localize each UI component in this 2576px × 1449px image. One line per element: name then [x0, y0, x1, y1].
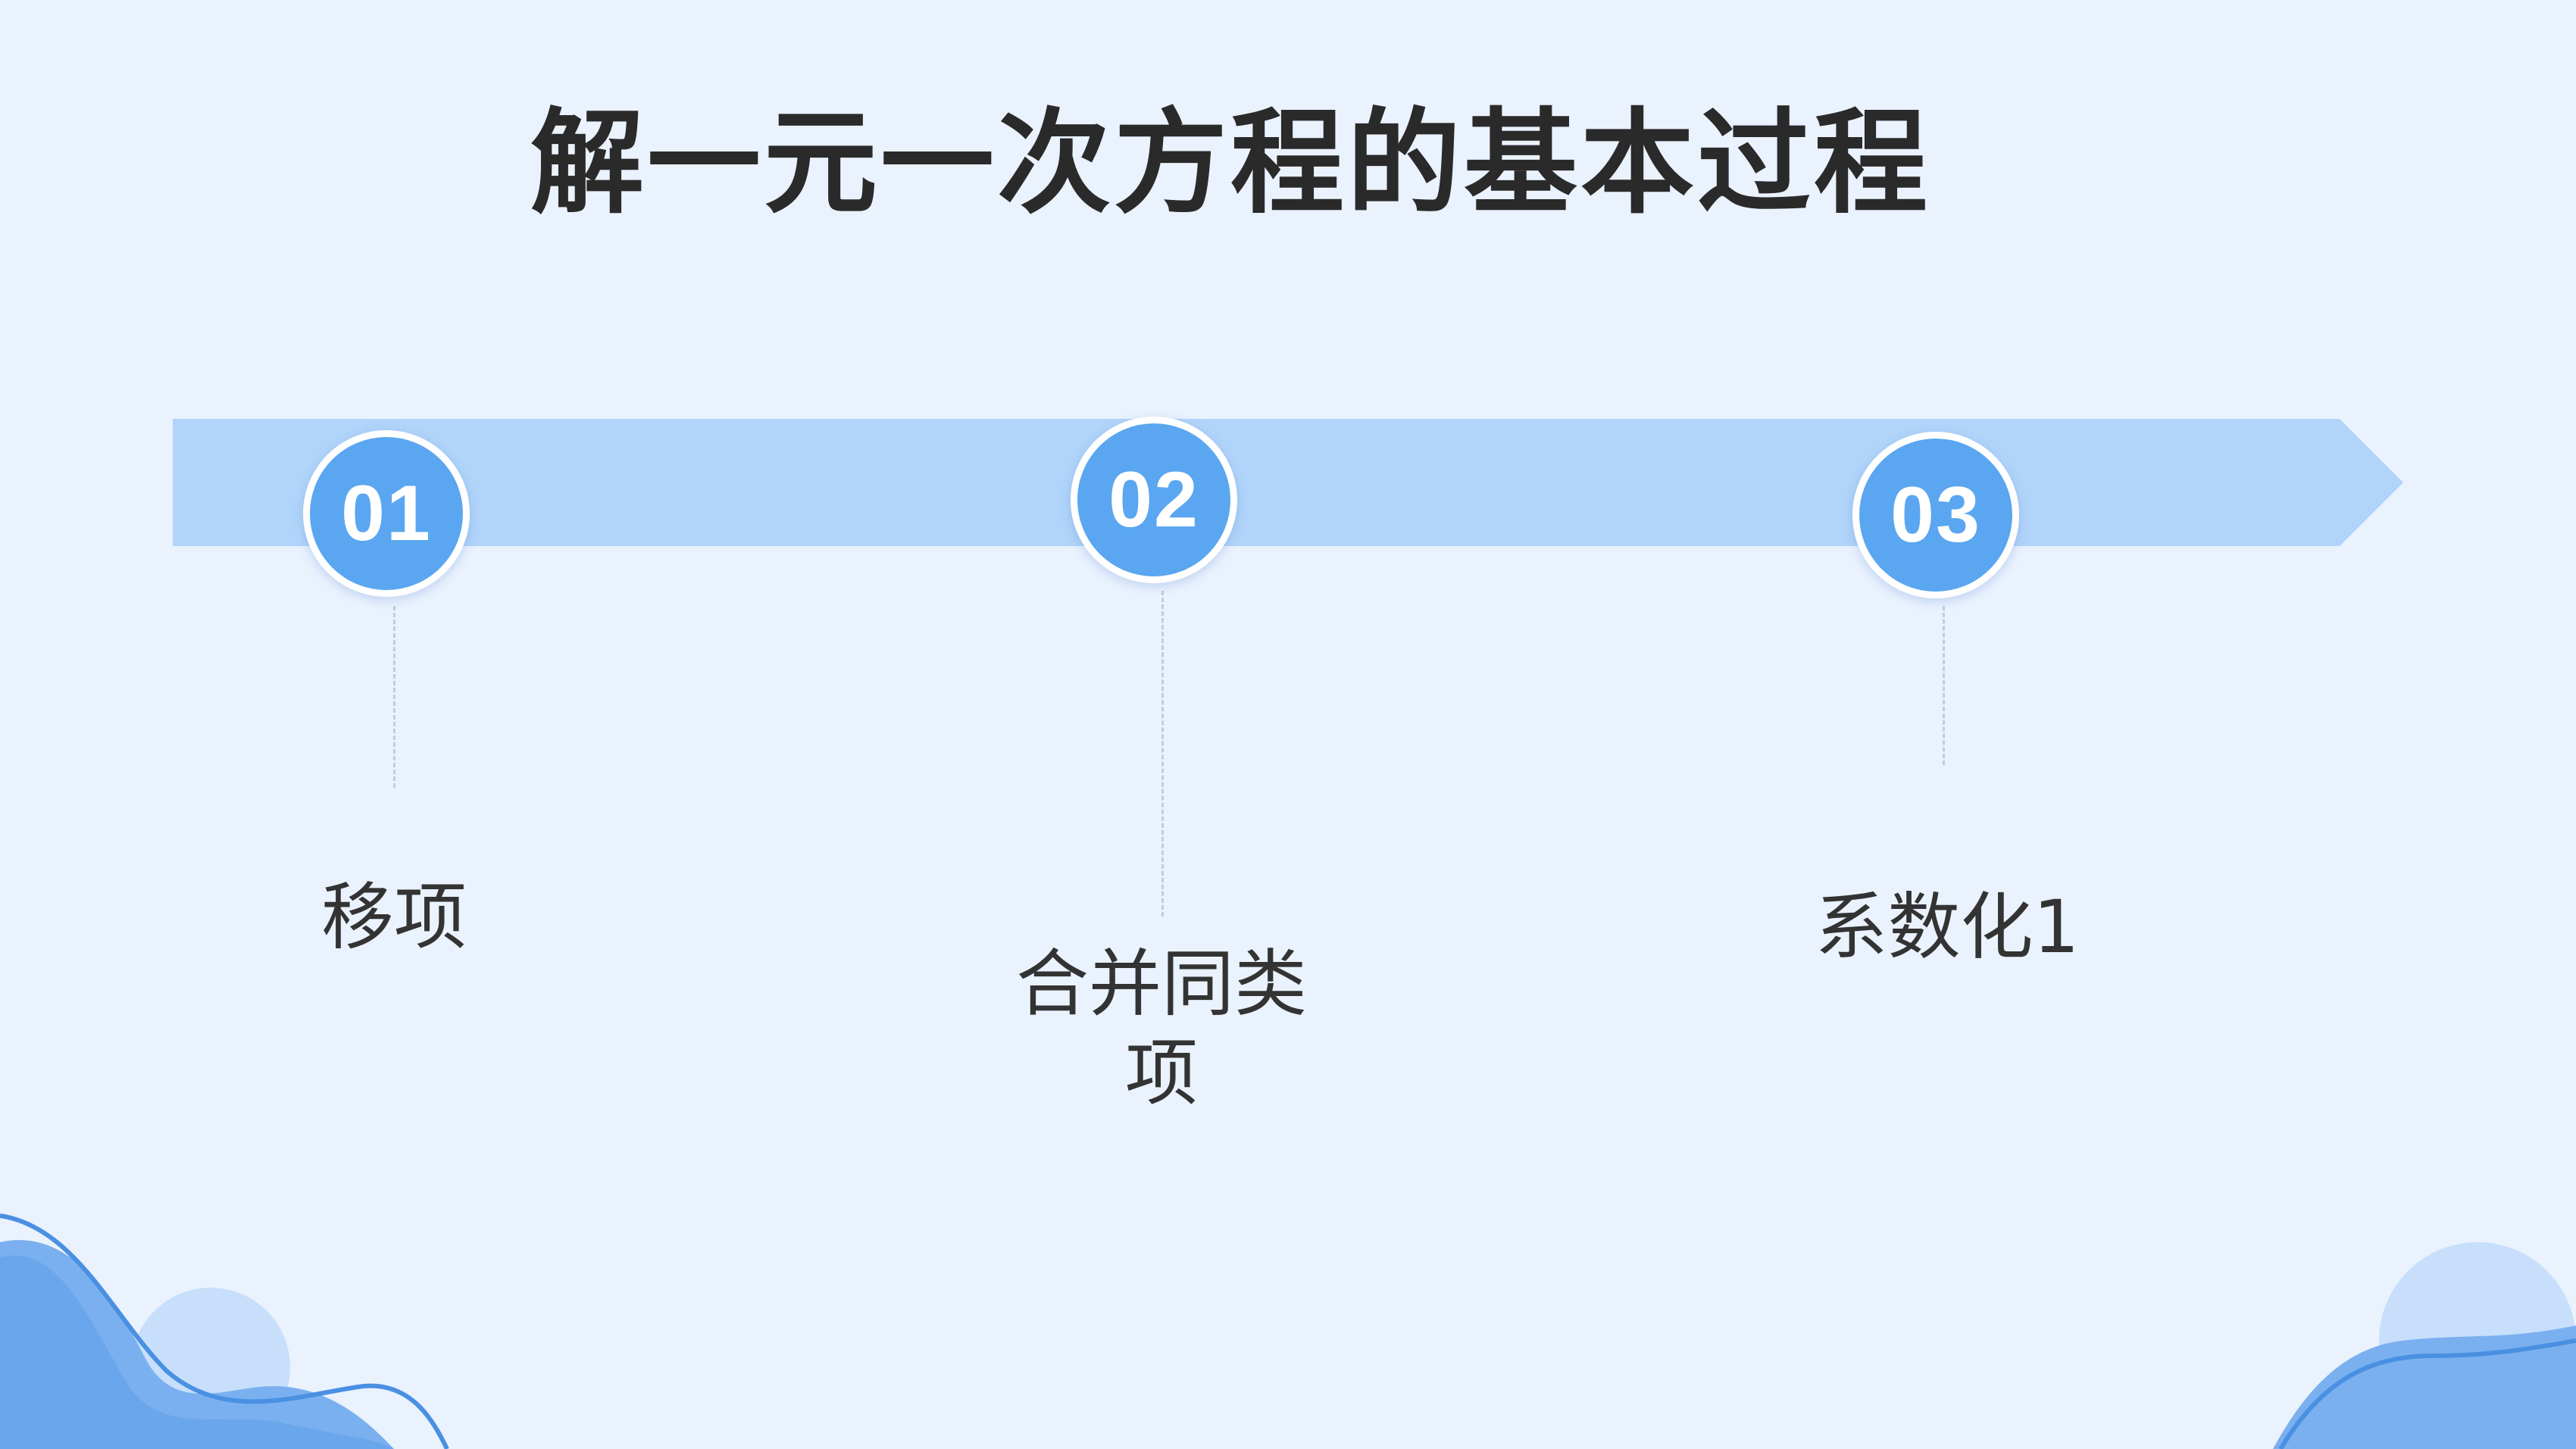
step-connector-1	[393, 606, 395, 788]
step-badge-1: 01	[303, 430, 470, 597]
timeline-arrow-band	[173, 419, 2403, 546]
step-label-1: 移项	[321, 875, 467, 960]
step-number-3: 03	[1890, 471, 1981, 559]
step-connector-3	[1943, 606, 1945, 765]
step-label-3: 系数化1	[1815, 885, 2080, 970]
step-number-1: 01	[341, 470, 432, 557]
step-connector-2	[1161, 591, 1164, 917]
decorative-wave-left	[0, 1213, 449, 1449]
slide-title: 解一元一次方程的基本过程	[530, 96, 1931, 230]
decorative-wave-right	[2273, 1242, 2576, 1449]
step-number-2: 02	[1108, 456, 1199, 544]
step-label-2: 合并同类项	[1016, 942, 1307, 1116]
step-badge-3: 03	[1852, 432, 2019, 598]
step-badge-2: 02	[1071, 417, 1237, 583]
